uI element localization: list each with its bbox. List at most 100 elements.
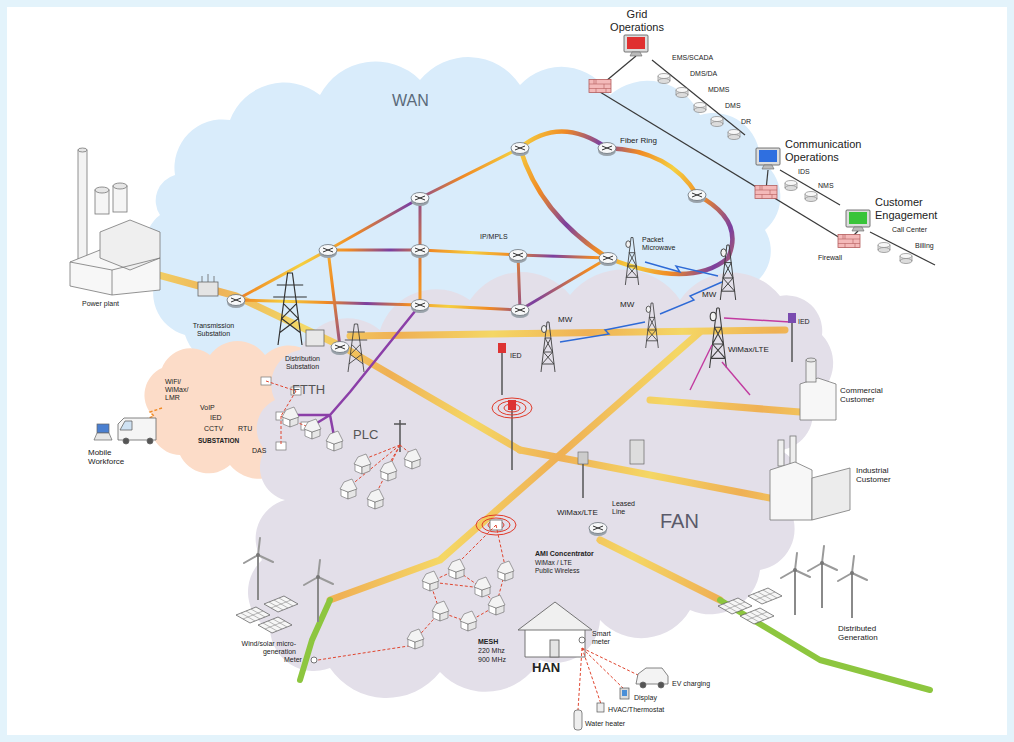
power-plant-part	[78, 148, 87, 152]
industrial-building-part	[790, 436, 796, 464]
han-house-part	[550, 640, 559, 657]
screen	[627, 37, 645, 49]
region-text: VoIP	[200, 404, 215, 412]
region-text: FTTH	[292, 383, 325, 398]
label-text: MW	[558, 315, 572, 324]
meter-symbol	[311, 657, 317, 663]
substation-box	[306, 330, 324, 346]
wan-link-part	[419, 250, 422, 305]
region-text: IED	[210, 414, 222, 422]
wan-link-part	[518, 255, 520, 310]
region-text: WiMax/LTE	[557, 508, 598, 517]
label-text: IDS	[798, 168, 810, 176]
han-house-part	[579, 637, 585, 643]
screen	[759, 150, 777, 162]
han-house-part	[525, 628, 585, 657]
server	[711, 117, 723, 127]
label-text: DMS	[725, 102, 741, 110]
distributed-generation-part	[838, 556, 867, 618]
cabinet	[630, 440, 644, 464]
label-text: Wind/solar micro-generation	[226, 640, 296, 656]
distributed-generation-part	[740, 608, 774, 624]
server	[694, 103, 706, 113]
region-text: IP/MPLS	[480, 233, 508, 241]
router	[589, 523, 607, 537]
mobile-van-part	[147, 438, 153, 444]
power-plant-part	[113, 183, 127, 189]
server	[785, 181, 797, 191]
router	[411, 193, 429, 207]
server	[900, 254, 912, 264]
industrial-building-part	[770, 462, 812, 520]
ev-car-part	[636, 668, 668, 684]
commercial-building-part	[806, 358, 816, 362]
label-text: EMS/SCADA	[672, 54, 713, 62]
region-text: Fiber Ring	[620, 136, 657, 145]
region-text: FAN	[660, 510, 699, 533]
display-device	[620, 688, 629, 699]
label-text: DR	[741, 118, 751, 126]
label-text: Customer Engagement	[875, 196, 953, 221]
ami-pole-part-part	[492, 398, 532, 418]
region-text: 220 Mhz	[478, 647, 505, 655]
label-text: MW	[620, 300, 634, 309]
ev-car-part	[658, 682, 664, 688]
server	[676, 88, 688, 98]
laptop	[94, 424, 112, 440]
mobile-van-part	[120, 421, 132, 430]
region-text: WiMax/LTE	[728, 345, 769, 354]
ami-pole-part	[492, 398, 532, 418]
label-text: Display	[634, 694, 657, 702]
firewall	[838, 235, 860, 248]
network-region: WiFi/ WiMax/ LMRVoIPIEDCCTVRTUDASSUBSTAT…	[150, 350, 350, 472]
mobile-van	[118, 418, 156, 444]
commercial-building-part	[806, 360, 816, 382]
server	[805, 192, 817, 202]
router	[598, 143, 616, 157]
operations-bus-part	[870, 232, 935, 265]
region-text: WAN	[392, 92, 429, 110]
label-text: Communication Operations	[785, 138, 880, 163]
ev-car	[636, 668, 668, 688]
label-text: Grid Operations	[606, 8, 668, 33]
label-text: HVAC/Thermostat	[608, 706, 664, 714]
region-text: DAS	[252, 447, 266, 455]
ied-pole-part	[788, 313, 796, 323]
label-text: Industrial Customer	[856, 466, 911, 484]
commercial-building-part	[800, 378, 836, 420]
region-text: WiMax / LTE	[535, 559, 572, 566]
han-link	[578, 648, 640, 710]
label-text: EV charging	[672, 680, 710, 688]
cloud-shape	[150, 72, 775, 372]
laptop-part	[97, 424, 109, 433]
network-region: IEDWiMax/LTEIEDFTTHPLCLeased LineWiMax/L…	[255, 290, 830, 678]
mobile-van-part	[118, 418, 156, 440]
screen	[849, 212, 867, 224]
router	[688, 190, 706, 204]
label-text: Mobile Workforce	[88, 448, 138, 466]
cloud-shape	[150, 350, 350, 472]
operations-bus-part	[780, 170, 840, 205]
label-text: MDMS	[708, 86, 729, 94]
ftth-houses-part	[304, 419, 321, 439]
router	[319, 245, 337, 259]
wimax-pole-part	[578, 452, 588, 464]
region-text: CCTV	[204, 425, 223, 433]
region-text: 900 MHz	[478, 656, 506, 664]
network-region: WANFiber RingIP/MPLSPacket Microwave	[150, 72, 775, 372]
workstation	[624, 35, 648, 56]
display-device-part	[620, 688, 629, 699]
power-plant-part	[113, 186, 127, 212]
router	[411, 245, 429, 259]
label-text: Distribution Substation	[275, 355, 330, 371]
ev-car-part	[640, 682, 646, 688]
region-text: WiFi/ WiMax/ LMR	[165, 378, 193, 402]
region-text: IED	[510, 352, 522, 360]
label-text: Call Center	[892, 226, 927, 234]
industrial-building-part	[778, 440, 784, 466]
power-plant	[70, 148, 160, 295]
label-text: NMS	[818, 182, 834, 190]
router	[331, 342, 349, 356]
thermostat	[597, 703, 604, 712]
